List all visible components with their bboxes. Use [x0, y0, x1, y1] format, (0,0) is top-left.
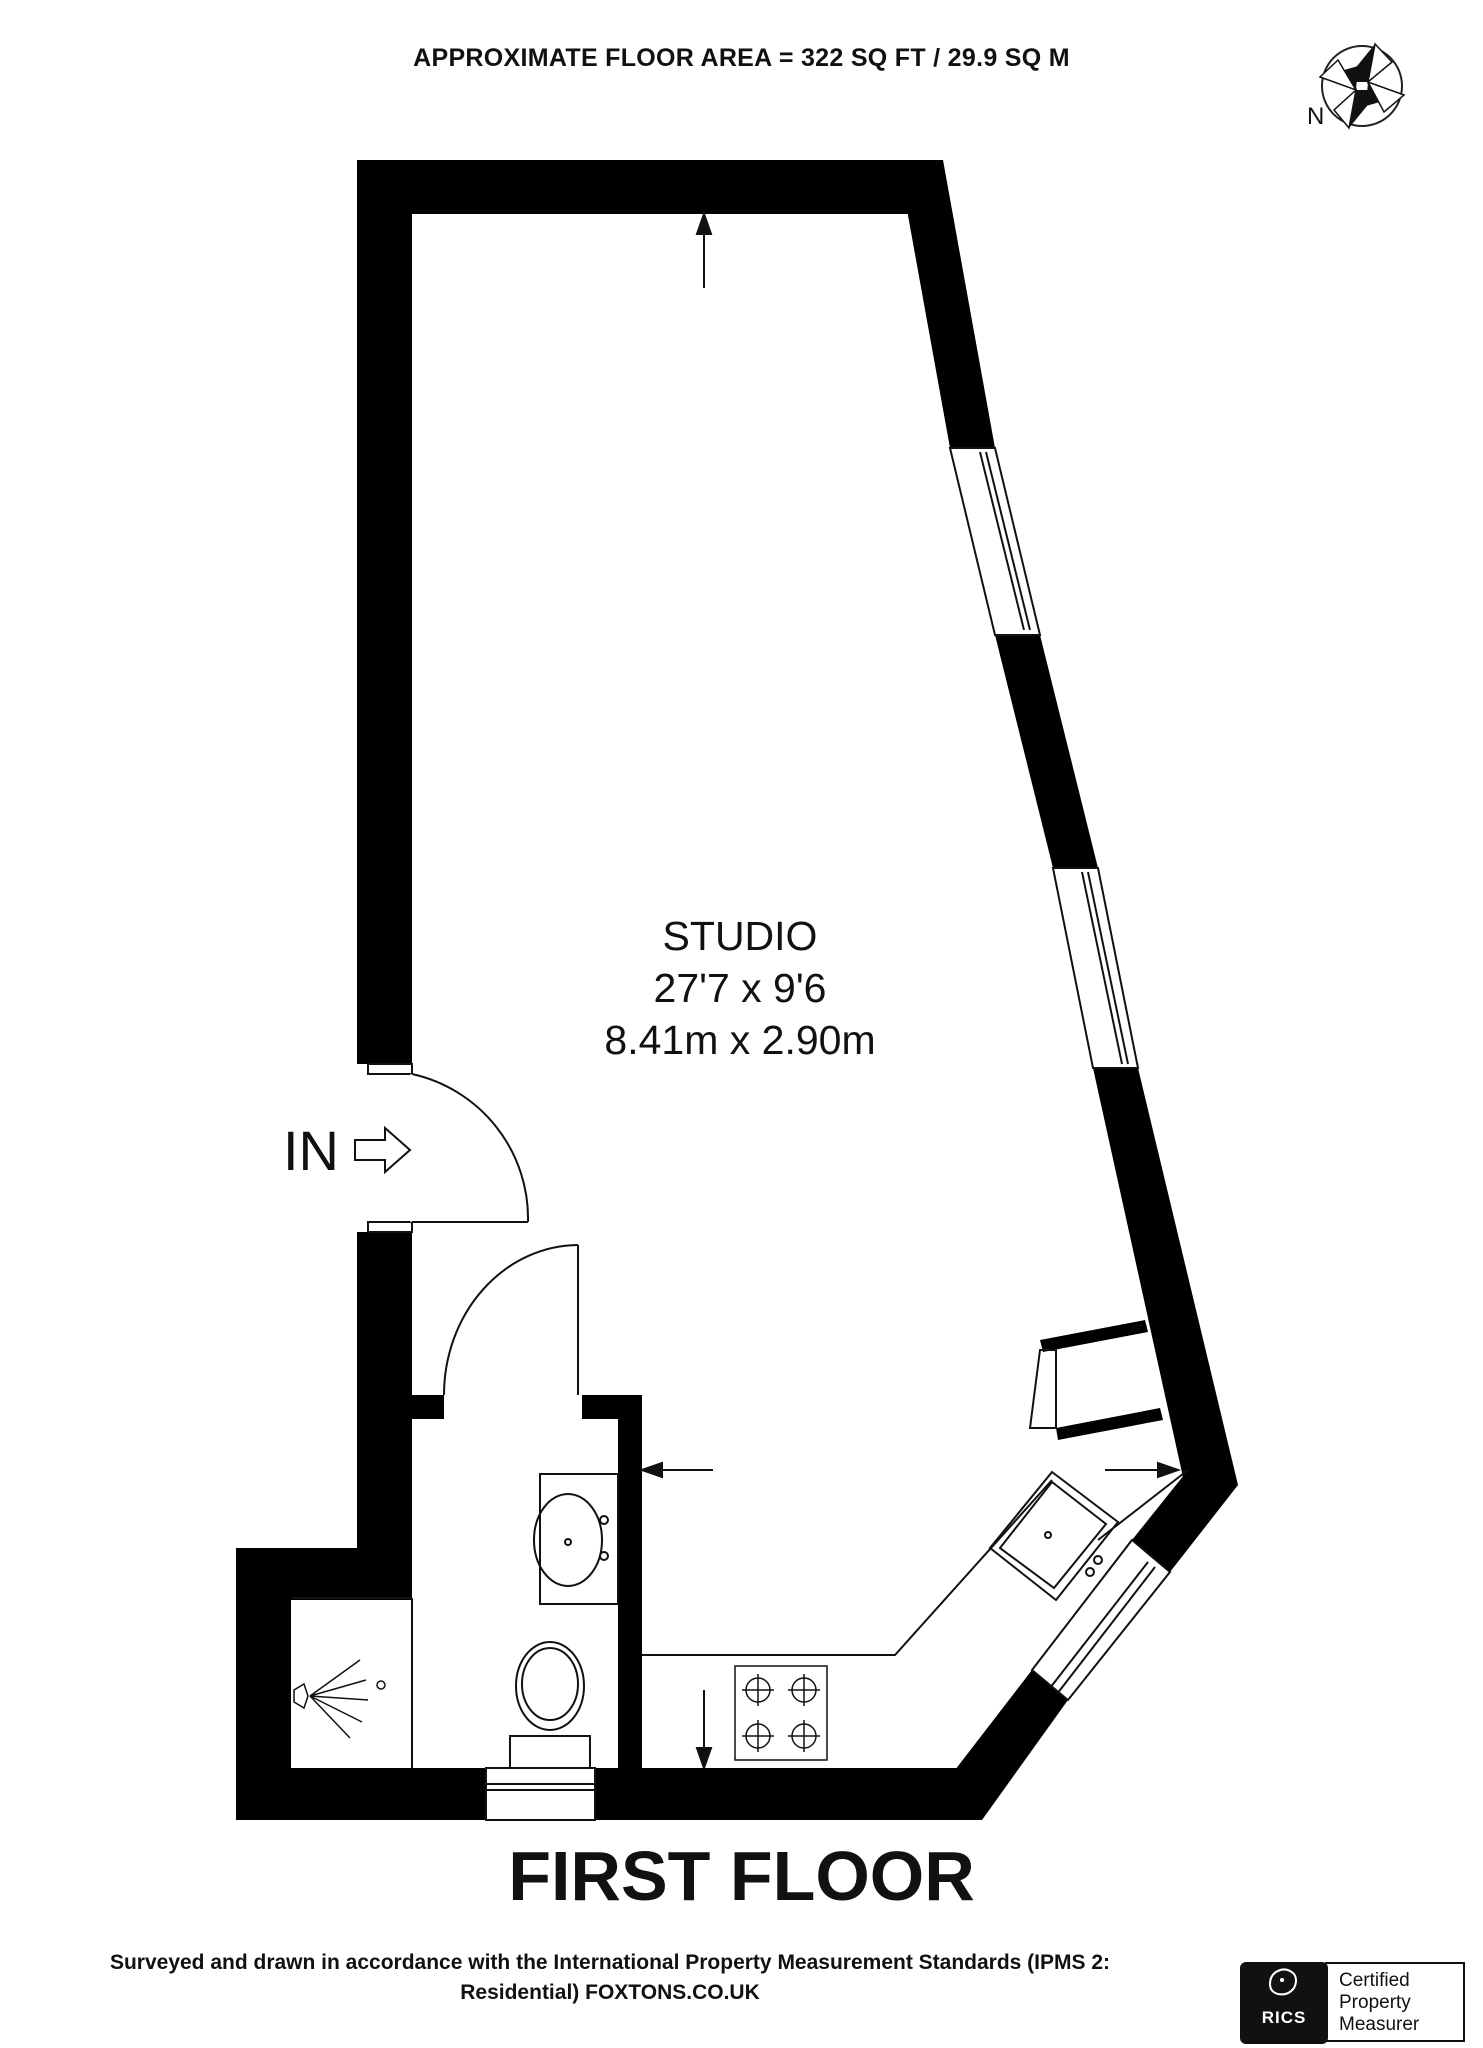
sink-icon [988, 1470, 1120, 1602]
kitchen-counter [642, 1469, 1189, 1656]
floor-title: FIRST FLOOR [508, 1837, 975, 1915]
badge-line-1: Certified [1339, 1970, 1410, 1991]
room-size-imperial: 27'7 x 9'6 [653, 965, 827, 1011]
basin-icon [533, 1473, 619, 1605]
rics-logo: RICS [1240, 1962, 1328, 2044]
floor-area-heading: APPROXIMATE FLOOR AREA = 322 SQ FT / 29.… [413, 44, 1070, 72]
window-upper [948, 447, 1042, 636]
badge-line-2: Property [1339, 1992, 1411, 2013]
bathroom-partition [291, 1597, 413, 1768]
rics-mark: RICS [1261, 2008, 1307, 2027]
window-kitchen [1030, 1538, 1172, 1702]
entrance-door [367, 1063, 530, 1233]
entrance-arrow-icon [354, 1125, 412, 1175]
room-name: STUDIO [662, 913, 818, 959]
window-middle [1051, 867, 1140, 1069]
hob-icon [734, 1665, 828, 1761]
rics-lion-icon [1268, 1968, 1297, 1996]
footer-line-2: Residential) FOXTONS.CO.UK [460, 1981, 760, 2004]
bathroom-door [443, 1244, 579, 1396]
compass-north-label: N [1307, 103, 1324, 130]
exterior-walls [236, 160, 1238, 1820]
entrance-label: IN [283, 1119, 339, 1182]
window-bathroom [485, 1767, 596, 1821]
certified-measurer-badge: Certified Property Measurer [1325, 1962, 1465, 2042]
room-size-metric: 8.41m x 2.90m [604, 1017, 876, 1063]
toilet-icon [509, 1641, 591, 1769]
footer-line-1: Surveyed and drawn in accordance with th… [109, 1951, 1111, 1974]
measurement-arrows [638, 210, 1182, 1772]
cupboard [1028, 1320, 1163, 1440]
survey-footer: Surveyed and drawn in accordance with th… [0, 1948, 1220, 2008]
shower-icon [293, 1659, 386, 1739]
badge-line-3: Measurer [1339, 2014, 1420, 2035]
compass-icon [1318, 42, 1406, 130]
